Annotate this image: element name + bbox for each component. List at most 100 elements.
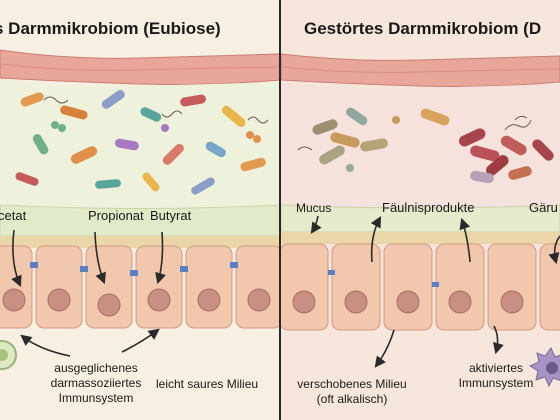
cell-nucleus [197,288,221,312]
label-faeulnisprodukte: Fäulnisprodukte [382,200,475,215]
bacterium [240,157,266,172]
bacterium [470,170,494,184]
epithelial-cell [435,243,485,331]
bacterium [101,90,125,109]
bacterium [246,131,254,139]
bacterium [221,105,246,127]
label-milieu-left: leicht saures Milieu [156,377,258,391]
right-panel-title: Gestörtes Darmmikrobiom (D [304,19,541,38]
bacterium [180,94,206,107]
right-panel: Mucus Fäulnisprodukte Gäru verschobenes … [281,0,560,420]
label-immune-right-line2: Immunsystem [459,376,534,390]
activated-immune-cell [528,347,560,388]
label-gaerung: Gäru [529,200,558,215]
tight-junction [30,262,38,268]
right-epithelium [281,232,560,331]
immune-cell-nucleus [0,349,8,361]
cell-nucleus [2,288,26,312]
bacterium [95,179,121,189]
bacterium [140,107,162,122]
bacterium [360,138,388,152]
cell-nucleus [344,290,368,314]
arrow-milieu-right [374,329,395,368]
bacterium [58,124,66,132]
bacterium [330,132,360,148]
arrow-immune-right [121,328,160,353]
tight-junction [432,282,439,287]
bacterium [162,143,184,165]
epithelial-cell [331,243,381,331]
label-butyrat: Butyrat [150,208,192,223]
bacterium [459,128,486,147]
bacterium [205,141,226,158]
epithelial-cell [135,245,183,329]
left-vessel-band [0,49,279,85]
cell-nucleus [97,293,121,317]
right-vessel-band [281,53,560,87]
arrow-immune-down [493,325,504,355]
bacterium [420,108,450,126]
bacterium [312,119,338,135]
bacterium [20,92,44,107]
left-bacteria-group [15,90,269,195]
epithelial-cell [35,245,83,329]
arrow-propionat [94,231,106,285]
bacterium [32,134,49,155]
bacterium [346,164,354,172]
bacterium [70,146,98,164]
label-milieu-right-line2: (oft alkalisch) [317,392,388,406]
epithelial-cell [487,243,537,331]
cell-nucleus [47,288,71,312]
bacterium [470,145,500,162]
tight-junction [230,262,238,268]
epithelial-cell [0,245,33,329]
label-immune-line2: darmassoziiertes [51,376,142,390]
left-panel: cetat Propionat Butyrat ausgeglichenes d… [0,19,279,405]
bacterium [508,166,532,180]
epithelial-cell [281,243,329,331]
bacterium [60,105,88,120]
tight-junction [328,270,335,275]
arrow-gaerung [548,235,560,265]
cell-nucleus [147,288,171,312]
label-mucus: Mucus [296,201,331,215]
arrow-butyrat [155,231,166,285]
bacterium [346,107,368,126]
bacterium [142,172,160,192]
label-acetat: cetat [0,208,27,223]
left-panel-title: s Darmmikrobiom (Eubiose) [0,19,221,38]
bacterium [115,138,139,151]
left-epithelium [0,236,279,329]
bacterium [532,139,554,161]
tight-junction [80,266,88,272]
label-propionat: Propionat [88,208,144,223]
bacterium [161,124,169,132]
label-immune-right-line1: aktiviertes [469,361,523,375]
label-immune-line3: Immunsystem [59,391,134,405]
bacterium [486,155,509,176]
cell-nucleus [448,290,472,314]
arrow-faeulnis-right [459,217,471,263]
bacterium [15,172,39,186]
bacterium [392,116,400,124]
panel-divider [279,0,281,420]
epithelial-cell [185,245,233,329]
bacterium [191,177,215,195]
epithelial-cell [85,245,133,329]
bacterium [253,135,261,143]
bacterium [51,121,59,129]
bacterium [319,145,345,165]
left-mucus-layer [0,204,279,237]
cell-nucleus [396,290,420,314]
arrow-acetat [11,229,22,288]
cell-nucleus [292,290,316,314]
epithelial-cell [383,243,433,331]
bacterium [500,135,527,156]
epithelial-cell [235,245,279,329]
arrow-faeulnis-left [370,216,382,263]
arrow-mucus [310,215,322,234]
epithelial-cell [539,243,560,331]
cell-nucleus [500,290,524,314]
tight-junction [130,270,138,276]
